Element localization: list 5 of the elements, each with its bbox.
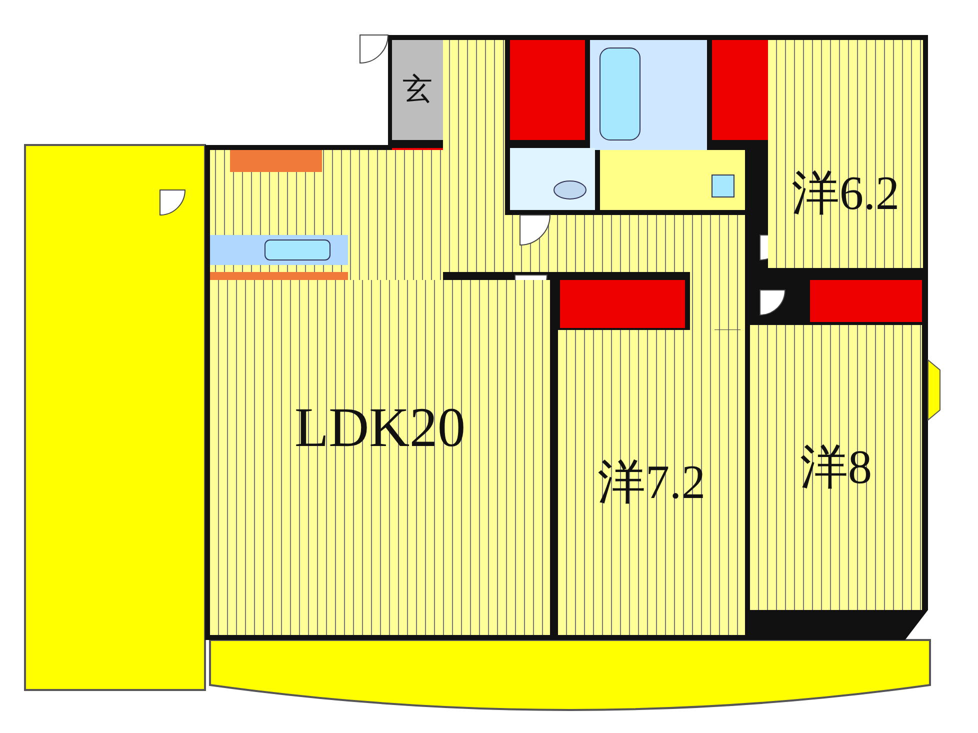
room-area <box>558 330 745 635</box>
room-label: 玄 <box>402 75 432 105</box>
room-area <box>750 325 922 610</box>
room-area <box>768 40 923 268</box>
room-area <box>210 280 550 635</box>
